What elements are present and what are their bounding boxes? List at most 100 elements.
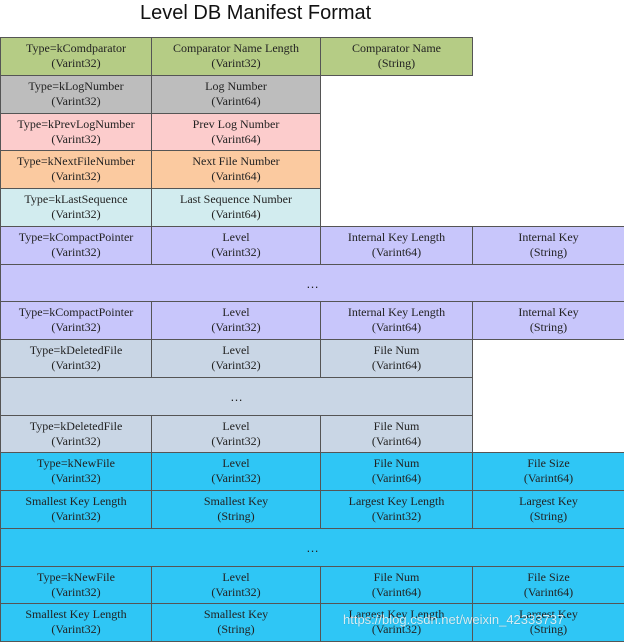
field-type: (Varint64): [211, 207, 261, 221]
field-name: File Num: [373, 456, 420, 470]
field-name: File Size: [527, 570, 570, 584]
field-type: (Varint64): [371, 585, 422, 599]
field-type: (Varint32): [51, 132, 101, 146]
field-name: Log Number: [205, 79, 267, 93]
field-name: Prev Log Number: [192, 117, 280, 131]
field-type: (Varint64): [523, 585, 574, 599]
field-cell: Type=kCompactPointer(Varint32): [0, 226, 152, 265]
field-cell: Smallest Key(String): [151, 490, 321, 529]
field-type: (Varint32): [51, 358, 101, 372]
field-type: (String): [529, 320, 568, 334]
field-cell: Largest Key Length(Varint32): [320, 490, 473, 529]
field-cell: Smallest Key Length(Varint32): [0, 490, 152, 529]
field-cell: File Num(Varint64): [320, 452, 473, 491]
field-type: (Varint32): [211, 434, 261, 448]
field-type: (String): [217, 622, 255, 636]
field-type: (Varint64): [371, 434, 422, 448]
field-cell: File Num(Varint64): [320, 566, 473, 604]
field-type: (Varint64): [371, 245, 422, 259]
field-type: (Varint32): [51, 585, 101, 599]
field-name: Internal Key Length: [347, 230, 446, 244]
field-type: (String): [377, 56, 416, 70]
ellipsis-row: …: [0, 377, 473, 416]
field-cell: Type=kPrevLogNumber(Varint32): [0, 113, 152, 151]
field-cell: Type=kDeletedFile(Varint32): [0, 339, 152, 378]
field-name: Internal Key: [518, 230, 579, 244]
field-cell: Comparator Name Length(Varint32): [151, 37, 321, 76]
field-name: Type=kLogNumber: [28, 79, 124, 93]
field-name: Type=kCompactPointer: [18, 305, 134, 319]
field-type: (Varint32): [211, 358, 261, 372]
field-name: Level: [222, 305, 250, 319]
field-name: Last Sequence Number: [180, 192, 292, 206]
ellipsis-row: …: [0, 264, 624, 302]
field-type: (Varint64): [371, 358, 422, 372]
field-name: Comparator Name: [352, 41, 441, 55]
field-type: (Varint32): [51, 245, 101, 259]
field-name: Type=kCompactPointer: [18, 230, 134, 244]
field-name: Level: [222, 570, 250, 584]
field-name: File Num: [373, 419, 420, 433]
field-cell: Largest Key(String): [472, 490, 624, 529]
field-type: (Varint32): [211, 471, 261, 485]
field-cell: Internal Key Length(Varint64): [320, 301, 473, 340]
field-cell: Type=kComdparator(Varint32): [0, 37, 152, 76]
field-cell: Level(Varint32): [151, 566, 321, 604]
field-cell: Type=kDeletedFile(Varint32): [0, 415, 152, 453]
field-name: Largest Key: [519, 607, 578, 621]
field-cell: Level(Varint32): [151, 452, 321, 491]
field-cell: Level(Varint32): [151, 339, 321, 378]
field-cell: Comparator Name(String): [320, 37, 473, 76]
field-cell: Level(Varint32): [151, 226, 321, 265]
field-cell: Last Sequence Number(Varint64): [151, 188, 321, 227]
field-cell: Type=kCompactPointer(Varint32): [0, 301, 152, 340]
field-type: (String): [529, 509, 568, 523]
field-cell: Internal Key(String): [472, 226, 624, 265]
field-cell: Internal Key Length(Varint64): [320, 226, 473, 265]
field-name: Level: [222, 419, 250, 433]
field-type: (Varint32): [211, 585, 261, 599]
field-cell: Type=kNextFileNumber(Varint32): [0, 150, 152, 189]
field-cell: Smallest Key(String): [151, 603, 321, 642]
field-name: Comparator Name Length: [173, 41, 299, 55]
field-type: (Varint32): [51, 94, 101, 108]
field-name: Largest Key: [519, 494, 578, 508]
field-type: (Varint64): [211, 132, 261, 146]
field-name: Internal Key: [518, 305, 579, 319]
field-name: Type=kNextFileNumber: [17, 154, 135, 168]
field-cell: File Num(Varint64): [320, 339, 473, 378]
ellipsis-row: …: [0, 528, 624, 567]
field-name: Type=kNewFile: [37, 456, 115, 470]
field-type: (Varint32): [211, 320, 261, 334]
field-name: File Num: [373, 570, 420, 584]
field-type: (String): [529, 622, 568, 636]
field-type: (Varint64): [371, 320, 422, 334]
field-name: Largest Key Length: [348, 494, 445, 508]
field-cell: Prev Log Number(Varint64): [151, 113, 321, 151]
field-type: (String): [217, 509, 255, 523]
field-cell: Internal Key(String): [472, 301, 624, 340]
field-name: Type=kLastSequence: [24, 192, 128, 206]
field-name: File Size: [527, 456, 570, 470]
field-name: Next File Number: [192, 154, 280, 168]
field-type: (Varint32): [211, 245, 261, 259]
field-cell: Log Number(Varint64): [151, 75, 321, 114]
field-type: (Varint32): [211, 56, 261, 70]
field-cell: File Size(Varint64): [472, 452, 624, 491]
field-name: Type=kComdparator: [26, 41, 126, 55]
field-type: (Varint32): [51, 471, 101, 485]
field-type: (Varint32): [371, 622, 422, 636]
field-type: (Varint32): [371, 509, 422, 523]
field-name: Smallest Key: [203, 607, 269, 621]
field-name: Type=kDeletedFile: [29, 343, 123, 357]
field-name: Level: [222, 230, 250, 244]
field-cell: Type=kNewFile(Varint32): [0, 452, 152, 491]
field-type: (String): [529, 245, 568, 259]
field-name: Smallest Key Length: [25, 494, 127, 508]
field-name: Type=kDeletedFile: [29, 419, 123, 433]
field-cell: Level(Varint32): [151, 415, 321, 453]
field-type: (Varint64): [371, 471, 422, 485]
watermark: https://blog.csdn.net/weixin_42333737: [343, 612, 565, 627]
field-type: (Varint32): [51, 622, 101, 636]
field-cell: Next File Number(Varint64): [151, 150, 321, 189]
